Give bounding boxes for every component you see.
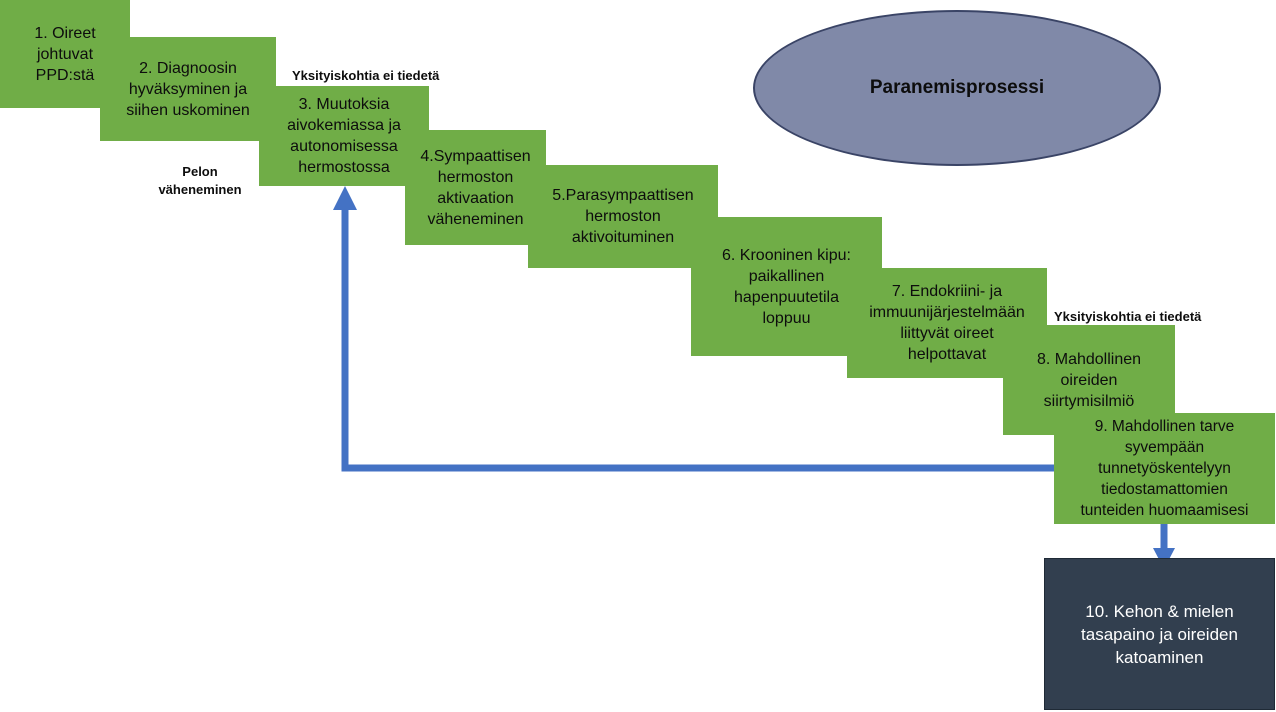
step-2-label: 2. Diagnoosin hyväksyminen ja siihen usk… [126,59,250,119]
diagram-title: Paranemisprosessi [869,77,1045,98]
step-4-label: 4.Sympaattisen hermoston aktivaation väh… [420,147,531,228]
step-9-box: 9. Mahdollinen tarve syvempään tunnetyös… [1054,413,1275,524]
step-5-box: 5.Parasympaattisen hermoston aktivoitumi… [528,165,718,268]
title-ellipse: Paranemisprosessi [753,10,1161,166]
step-5-label: 5.Parasympaattisen hermoston aktivoitumi… [552,187,694,246]
step-3-box: 3. Muutoksia aivokemiassa ja autonomises… [259,86,429,186]
feedback-arrow-line [341,205,1056,472]
step-6-box: 6. Krooninen kipu: paikallinen hapenpuut… [691,217,882,356]
step-3-label: 3. Muutoksia aivokemiassa ja autonomises… [287,96,401,176]
step-8-label: 8. Mahdollinen oireiden siirtymisilmiö [1036,350,1142,410]
step-7-box: 7. Endokriini- ja immuunijärjestelmään l… [847,268,1047,378]
details-unknown-note-1: Yksityiskohtia ei tiedetä [292,68,440,83]
fear-reduction-note: Pelon väheneminen [158,164,242,197]
details-unknown-note-2: Yksityiskohtia ei tiedetä [1054,309,1202,324]
feedback-arrowhead-icon [333,186,357,210]
final-step-box: 10. Kehon & mielen tasapaino ja oireiden… [1044,558,1275,710]
final-step-label: 10. Kehon & mielen tasapaino ja oireiden… [1081,601,1238,667]
step-4-box: 4.Sympaattisen hermoston aktivaation väh… [405,130,546,245]
step-9-label: 9. Mahdollinen tarve syvempään tunnetyös… [1080,418,1249,519]
step-1-label: 1. Oireet johtuvat PPD:stä [34,24,96,84]
step-6-label: 6. Krooninen kipu: paikallinen hapenpuut… [722,246,851,327]
step-2-box: 2. Diagnoosin hyväksyminen ja siihen usk… [100,37,276,141]
step-7-label: 7. Endokriini- ja immuunijärjestelmään l… [869,283,1025,363]
